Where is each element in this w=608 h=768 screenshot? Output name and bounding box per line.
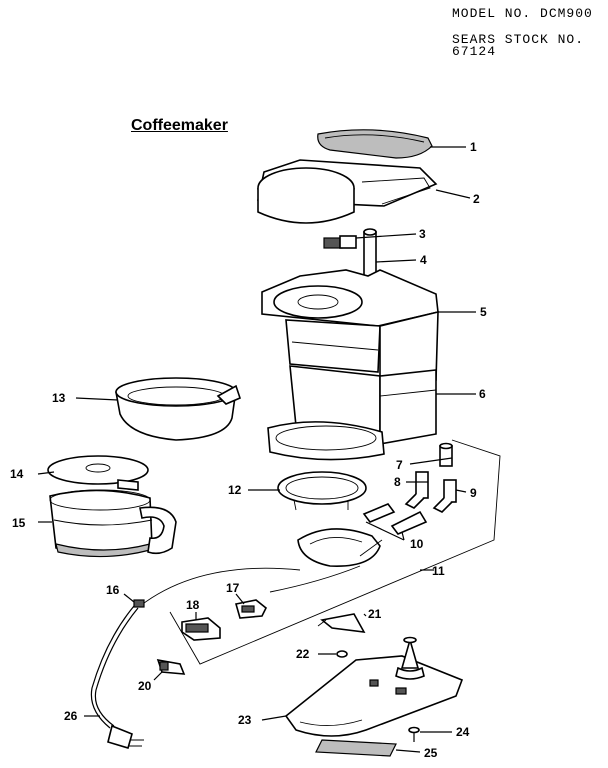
diagram-title: Coffeemaker — [131, 117, 228, 134]
part-18-strain-relief — [133, 599, 145, 608]
part-17-power-cord — [90, 605, 144, 749]
part-11-terminal — [234, 599, 268, 619]
callout-17: 26 — [64, 709, 78, 723]
part-15-screw — [408, 726, 420, 742]
wiring-outline — [139, 439, 501, 665]
part-20-brew-basket — [115, 377, 241, 441]
part-10-base-housing — [267, 365, 437, 461]
callout-2: 4 — [420, 253, 427, 267]
callout-12: 18 — [186, 598, 200, 612]
part-3-clip — [323, 235, 357, 249]
callout-1: 5 — [480, 305, 487, 319]
callout-7: 9 — [470, 486, 477, 500]
part-21-carafe-lid — [47, 455, 149, 491]
callout-24: 10 — [410, 537, 424, 551]
part-23-gasket-ring — [277, 471, 367, 511]
callout-4: 1 — [470, 140, 477, 154]
callout-16: 25 — [424, 746, 438, 760]
callout-23: 12 — [228, 483, 242, 497]
part-25-clip — [317, 613, 366, 633]
part-9-heating-element — [297, 528, 383, 567]
callout-11: 17 — [226, 581, 240, 595]
sears-stock-label: SEARS STOCK NO. — [452, 32, 585, 47]
part-7-fitting — [432, 479, 457, 513]
callout-10: 6 — [479, 387, 486, 401]
callout-26: 22 — [296, 647, 310, 661]
part-4-lid-cover — [317, 129, 433, 159]
callout-13: 20 — [138, 679, 152, 693]
callout-22: 15 — [12, 516, 26, 530]
callout-numbers: 1 2 3 4 5 6 7 8 9 10 11 12 13 14 15 16 1… — [10, 140, 487, 760]
callout-5: 2 — [473, 192, 480, 206]
part-6-sleeve — [439, 442, 453, 467]
part-1-main-body — [261, 269, 439, 385]
callout-8: 8 — [394, 475, 401, 489]
callout-25: 21 — [368, 607, 382, 621]
part-14-base-plate — [284, 636, 464, 737]
leader-lines — [37, 146, 476, 753]
part-16-label — [315, 739, 397, 757]
callout-14: 23 — [238, 713, 252, 727]
callout-18: 16 — [106, 583, 120, 597]
callout-15: 24 — [456, 725, 470, 739]
stock-number: 67124 — [452, 44, 497, 59]
part-12-switch — [181, 617, 221, 641]
model-number: MODEL NO. DCM900 — [452, 6, 593, 21]
part-26-screw — [336, 650, 348, 658]
part-8-fitting — [404, 471, 429, 509]
part-5-filter-housing — [257, 159, 438, 224]
callout-3: 3 — [419, 227, 426, 241]
callout-9: 11 — [432, 564, 445, 578]
callout-21: 14 — [10, 467, 24, 481]
part-24-tubes — [362, 503, 428, 535]
part-22-carafe — [49, 489, 177, 558]
part-13-thermostat — [156, 658, 186, 675]
callout-20: 13 — [52, 391, 66, 405]
callout-6: 7 — [396, 458, 403, 472]
